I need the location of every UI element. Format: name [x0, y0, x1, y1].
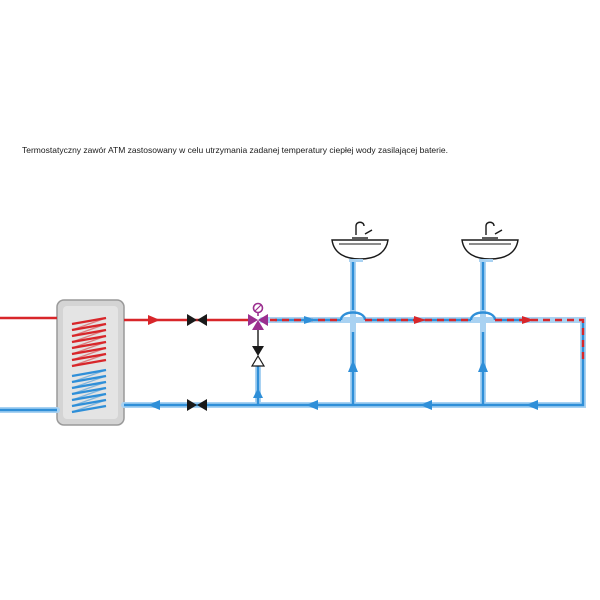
heating-coil-hot — [71, 316, 107, 368]
crossover-2 — [469, 311, 497, 321]
arrow-return-2 — [306, 400, 318, 410]
washbasin-1-icon — [331, 221, 389, 262]
arrow-hot-2 — [414, 316, 426, 324]
hot-dashed-pipe — [270, 318, 585, 362]
circulation-return-pipe — [124, 322, 585, 407]
arrow-return-4 — [526, 400, 538, 410]
thermostatic-mixing-valve-icon — [248, 302, 268, 330]
hot-water-cylinder — [56, 299, 125, 426]
diagram-caption: Termostatyczny zawór ATM zastosowany w c… — [22, 145, 448, 155]
flow-arrows — [148, 315, 538, 410]
washbasin-2-icon — [461, 221, 519, 262]
shutoff-valve-supply — [187, 314, 207, 326]
shutoff-valve-return — [187, 399, 207, 411]
crossover-1 — [339, 311, 367, 321]
arrow-hot-1 — [148, 315, 160, 325]
arrow-mix-1 — [304, 316, 316, 324]
arrow-riser-2 — [478, 360, 488, 372]
pipe-crossovers — [339, 311, 497, 321]
arrow-hot-3 — [522, 316, 534, 324]
arrow-return-3 — [420, 400, 432, 410]
arrow-riser-1 — [348, 360, 358, 372]
heating-coil-cold — [71, 368, 107, 414]
arrow-return-1 — [148, 400, 160, 410]
arrow-bypass — [253, 388, 263, 398]
check-valve — [250, 330, 266, 367]
